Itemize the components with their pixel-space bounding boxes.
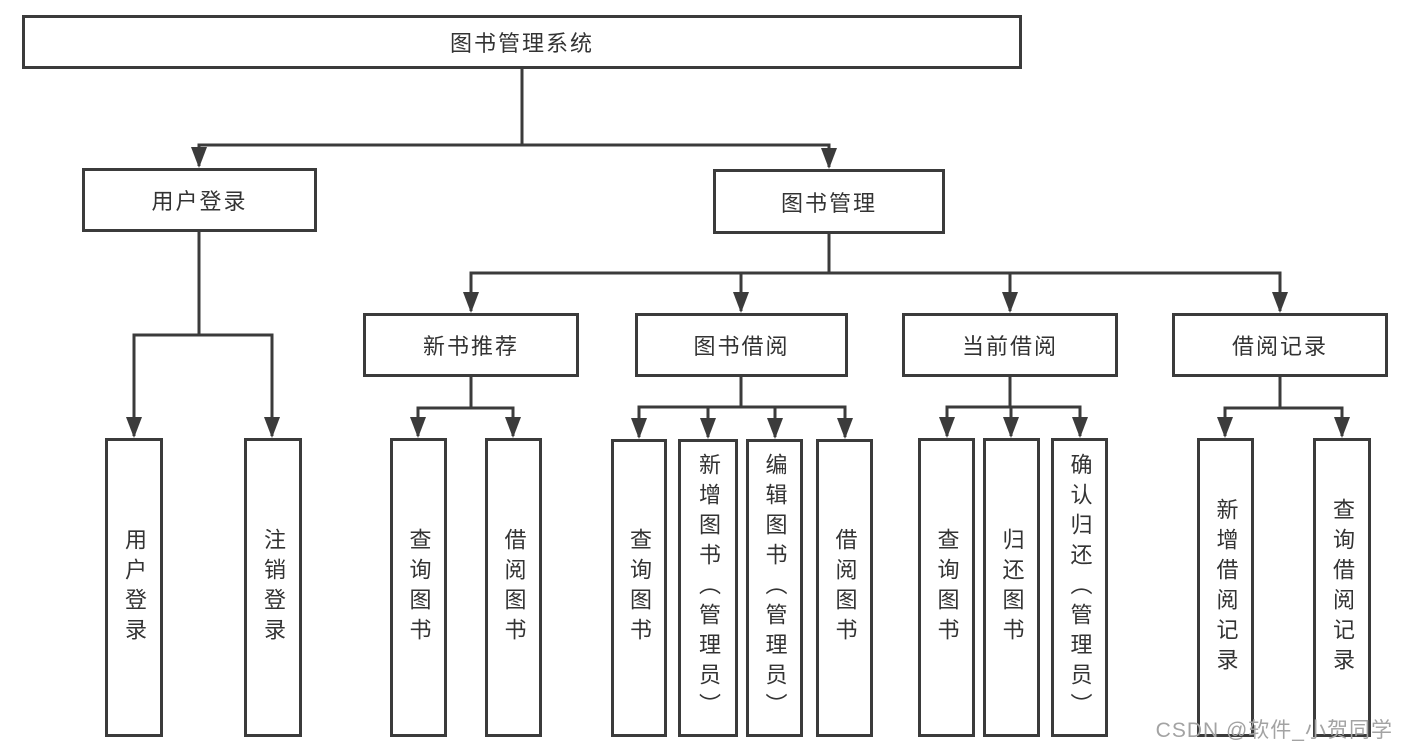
leaf-borrow-edit-book-admin: 编辑图书（管理员）: [746, 439, 803, 737]
leaf-user-login: 用户登录: [105, 438, 163, 737]
leaf-record-add-record: 新增借阅记录: [1197, 438, 1254, 737]
leaf-current-confirm-return-admin-label: 确认归还（管理员）: [1067, 452, 1093, 723]
leaf-recommend-query-book: 查询图书: [390, 438, 447, 737]
leaf-record-query-record: 查询借阅记录: [1313, 438, 1371, 737]
node-book-management: 图书管理: [713, 169, 945, 234]
leaf-current-query-book-label: 查询图书: [934, 527, 960, 648]
leaf-recommend-borrow-book: 借阅图书: [485, 438, 542, 737]
leaf-current-return-book: 归还图书: [983, 438, 1040, 737]
leaf-record-query-record-label: 查询借阅记录: [1330, 497, 1355, 678]
node-book-borrow-label: 图书借阅: [693, 334, 790, 359]
leaf-current-confirm-return-admin: 确认归还（管理员）: [1051, 438, 1108, 737]
leaf-borrow-query-book-label: 查询图书: [627, 528, 652, 648]
leaf-borrow-add-book-admin-label: 新增图书（管理员）: [696, 453, 721, 723]
leaf-recommend-borrow-book-label: 借阅图书: [501, 527, 527, 648]
leaf-borrow-edit-book-admin-label: 编辑图书（管理员）: [762, 453, 788, 723]
node-library-system-label: 图书管理系统: [449, 31, 594, 56]
leaf-current-query-book: 查询图书: [918, 438, 975, 737]
csdn-watermark: CSDN @软件_小贺同学: [1155, 719, 1393, 742]
node-current-borrow-label: 当前借阅: [961, 334, 1058, 359]
arrowhead-icons: [126, 147, 1350, 439]
node-new-book-recommend-label: 新书推荐: [422, 334, 519, 359]
node-new-book-recommend: 新书推荐: [363, 313, 579, 377]
leaf-user-login-label: 用户登录: [122, 527, 147, 648]
node-user-login: 用户登录: [82, 168, 317, 232]
leaf-borrow-add-book-admin: 新增图书（管理员）: [678, 439, 738, 737]
node-book-management-label: 图书管理: [780, 190, 877, 216]
leaf-current-return-book-label: 归还图书: [999, 527, 1025, 648]
node-user-login-label: 用户登录: [151, 189, 248, 214]
leaf-borrow-query-book: 查询图书: [611, 439, 667, 737]
leaf-logout: 注销登录: [244, 438, 302, 737]
node-library-system: 图书管理系统: [22, 15, 1022, 69]
leaf-recommend-query-book-label: 查询图书: [406, 527, 432, 648]
leaf-record-add-record-label: 新增借阅记录: [1213, 497, 1239, 678]
node-book-borrow: 图书借阅: [635, 313, 848, 377]
leaf-borrow-borrow-book-label: 借阅图书: [832, 528, 858, 648]
node-borrow-record-label: 借阅记录: [1231, 334, 1328, 359]
leaf-logout-label: 注销登录: [261, 527, 286, 648]
node-borrow-record: 借阅记录: [1172, 313, 1388, 377]
node-current-borrow: 当前借阅: [902, 313, 1118, 377]
leaf-borrow-borrow-book: 借阅图书: [816, 439, 873, 737]
